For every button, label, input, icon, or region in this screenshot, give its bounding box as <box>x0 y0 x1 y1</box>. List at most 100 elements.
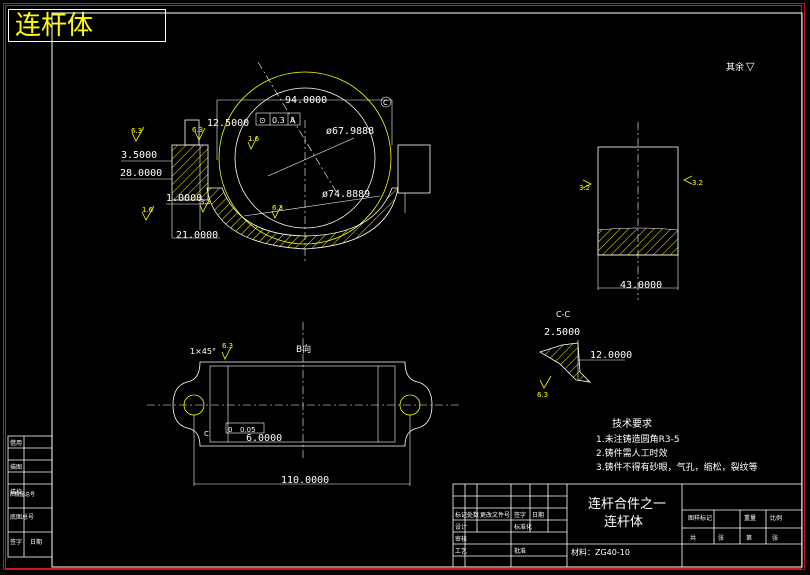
tb-header-2: 处数 <box>467 511 479 519</box>
side-view: 43.0000 3.2 3.2 <box>579 122 703 300</box>
sidebar-frame <box>7 435 53 558</box>
tb-right-footer-3: 第 <box>746 534 752 542</box>
tb-left-row-1: 设计 <box>455 523 467 531</box>
other-surfaces-note: 其余 <box>726 61 744 73</box>
drawing-area-frame <box>51 12 803 568</box>
leader-dia67 <box>267 137 355 177</box>
dim-12-5: 12.5000 <box>207 118 249 129</box>
side-rough-right: 3.2 <box>692 179 703 187</box>
drawing-name-line-2: 连杆体 <box>604 514 643 530</box>
material-note: 材料：ZG40-10 <box>571 547 630 557</box>
side-rough-right-mark <box>683 175 693 185</box>
tb-left2-row-2: 批准 <box>514 547 526 555</box>
dim-21: 21.0000 <box>176 230 218 241</box>
section-view: C-C 2.5000 12.0000 6.3 <box>537 310 632 399</box>
bottom-outline <box>172 361 433 447</box>
leader-dia74 <box>243 195 381 217</box>
datum-balloon-text: C <box>383 99 388 107</box>
title-block-text: 连杆合件之一 连杆体 材料：ZG40-10 标记 处数 更改文件号 签字 日期 … <box>455 496 782 557</box>
section-dim-12: 12.0000 <box>590 350 632 361</box>
tb-right-header-3: 比例 <box>770 514 782 522</box>
roughness-symbol: ▽ <box>746 60 755 73</box>
roughness-mark-3 <box>194 127 206 141</box>
inner-circle <box>234 87 376 229</box>
roughness-mark-6 <box>199 199 210 213</box>
section-rough-mark <box>539 375 552 389</box>
sidebar-cell-1: 借用 <box>10 439 22 447</box>
tolerance-frame <box>255 112 301 126</box>
chamfer-note: 1×45° <box>190 347 216 356</box>
dim-dia-74: ø74.8889 <box>322 189 370 200</box>
roughness-3-value: 6.3 <box>192 126 203 134</box>
roughness-mark-2 <box>141 205 155 221</box>
centerline-diagonal <box>257 61 341 199</box>
bottom-small-label: C <box>204 430 209 438</box>
drawing-name-line-1: 连杆合件之一 <box>588 496 666 512</box>
view-direction-label: B向 <box>296 343 311 355</box>
tech-req-item-1: 1.未注铸造圆角R3-5 <box>596 433 680 445</box>
dim-94: 94.0000 <box>285 95 327 106</box>
tb-header-4: 签字 <box>514 511 526 519</box>
left-sidebar <box>7 435 53 558</box>
side-hatch <box>597 227 679 256</box>
roughness-mark-4 <box>247 136 258 150</box>
sidebar-cell-4: 旧底图总号 <box>10 491 35 498</box>
technical-requirements: 技术要求 1.未注铸造圆角R3-5 2.铸件需人工时效 3.铸件不得有砂眼，气孔… <box>596 417 758 473</box>
drawing-tab-title: 连杆体 <box>8 9 166 42</box>
dim-dia-67: ø67.9888 <box>326 126 374 137</box>
tech-req-item-2: 2.铸件需人工时效 <box>596 447 668 459</box>
right-boss <box>397 144 431 194</box>
bottom-inner-rect <box>209 365 396 443</box>
section-rough: 6.3 <box>537 391 548 399</box>
dim-1: 1.0000 <box>166 193 202 204</box>
section-profile <box>539 342 592 383</box>
tolerance-symbol: ⊙ <box>259 116 266 125</box>
roughness-2-value: 1.6 <box>142 206 154 214</box>
tb-right-header-2: 重量 <box>744 514 756 522</box>
sidebar-cell-6: 签字 <box>10 538 22 546</box>
bottom-tolerance-frame <box>225 422 265 434</box>
section-dim-2-5: 2.5000 <box>544 327 580 338</box>
roughness-mark-5 <box>271 205 282 219</box>
tb-left-row-3: 工艺 <box>455 547 467 555</box>
bottom-tolerance-1: 0 <box>228 426 232 434</box>
datum-balloon <box>380 96 392 108</box>
left-sidebar-labels: 借用 描图 描校 旧底图总号 底图总号 签字 日期 <box>10 439 42 546</box>
roughness-4-value: 1.6 <box>248 135 260 143</box>
bottom-rough: 6.3 <box>222 342 233 350</box>
sidebar-cell-5: 底图总号 <box>10 513 34 521</box>
bottom-rough-mark <box>221 346 232 360</box>
sidebar-cell-3: 描校 <box>10 488 22 496</box>
side-rough-left-mark <box>582 179 592 189</box>
side-dim-43: 43.0000 <box>620 280 662 291</box>
tb-right-header-1: 图样标记 <box>688 514 712 522</box>
side-rough-left: 3.2 <box>579 184 590 192</box>
roughness-6-value: 3.2 <box>200 198 211 206</box>
outer-frame <box>3 3 805 570</box>
tb-header-1: 标记 <box>455 511 467 519</box>
tb-left-row-2: 审核 <box>455 535 467 543</box>
tech-req-item-3: 3.铸件不得有砂眼，气孔，缩松，裂纹等 <box>596 461 758 473</box>
roughness-5-value: 6.3 <box>272 204 283 212</box>
bottom-dim-6: 6.0000 <box>246 433 282 444</box>
tolerance-datum: A <box>290 116 296 125</box>
main-view: 94.0000 C ⊙ 0.3 A 12.5000 3.5000 28.0000… <box>120 61 431 262</box>
tb-right-footer-2: 张 <box>718 534 724 542</box>
title-block-frame <box>452 483 803 568</box>
left-boss <box>171 144 209 201</box>
bottom-tolerance-2: 0.05 <box>240 426 256 434</box>
left-lug <box>184 119 200 146</box>
roughness-1-value: 6.3 <box>131 127 142 135</box>
dim-28: 28.0000 <box>120 168 162 179</box>
sidebar-cell-2: 描图 <box>10 463 22 471</box>
tb-right-footer-1: 共 <box>690 534 696 542</box>
tb-left2-row-1: 标准化 <box>514 523 532 531</box>
tolerance-value: 0.3 <box>272 116 285 125</box>
bottom-view: B向 1×45° 6.3 0 0.05 C 6.0000 110.0000 <box>147 322 462 486</box>
bottom-dim-110: 110.0000 <box>281 475 329 486</box>
section-label: C-C <box>556 310 570 319</box>
title-block <box>452 483 803 568</box>
roughness-mark-1 <box>131 126 145 142</box>
